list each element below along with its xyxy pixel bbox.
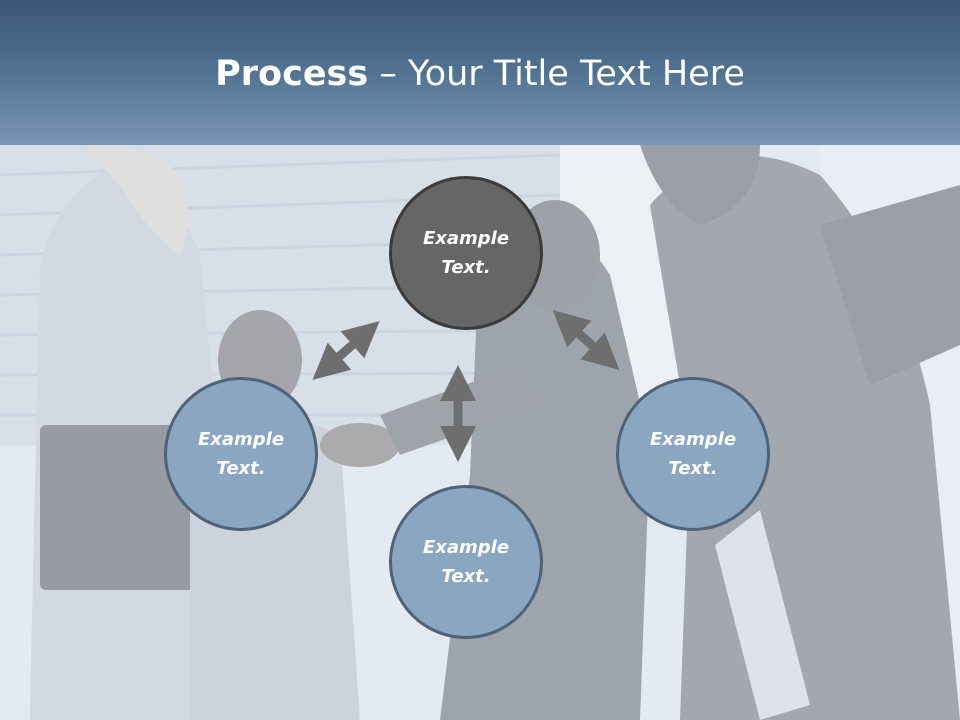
node-top: Example Text. — [389, 176, 543, 330]
node-bottom: Example Text. — [389, 485, 543, 639]
slide-title: Process – Your Title Text Here — [0, 52, 960, 96]
node-left: Example Text. — [164, 377, 318, 531]
title-band: Process – Your Title Text Here — [0, 0, 960, 145]
title-bold: Process — [215, 54, 369, 94]
node-left-label: Example Text. — [197, 429, 285, 479]
title-rest: – Your Title Text Here — [368, 54, 745, 94]
node-top-label: Example Text. — [422, 228, 510, 278]
node-right: Example Text. — [616, 377, 770, 531]
node-right-label: Example Text. — [649, 429, 737, 479]
node-bottom-label: Example Text. — [422, 537, 510, 587]
